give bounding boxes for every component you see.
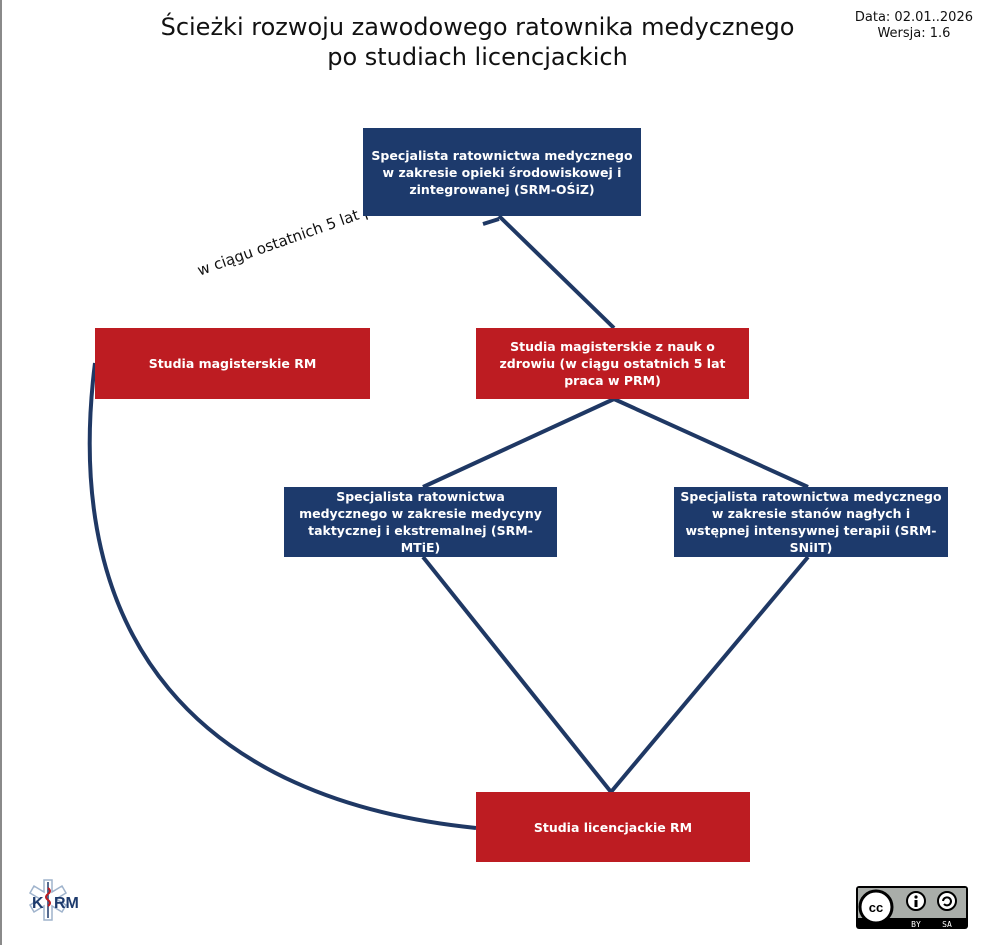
page-edge	[0, 0, 2, 945]
cc-by-sa-badge[interactable]: cc BY SA	[856, 886, 968, 929]
edge-stub-osiz	[482, 217, 500, 226]
svg-text:cc: cc	[869, 900, 883, 915]
krm-logo: K RM	[28, 879, 79, 921]
edge-sniit-licencjat	[609, 555, 810, 794]
node-srm-sniit: Specjalista ratownictwa medycznego w zak…	[674, 487, 948, 557]
node-srm-osiz: Specjalista ratownictwa medycznego w zak…	[363, 128, 641, 216]
svg-text:RM: RM	[54, 895, 79, 912]
document-meta: Data: 02.01..2026 Wersja: 1.6	[855, 10, 973, 42]
cc-icon	[858, 889, 894, 925]
node-studia-licencjackie-rm: Studia licencjackie RM	[476, 792, 750, 862]
edge-zdrowie-mtie	[422, 397, 615, 489]
version-label: Wersja: 1.6	[877, 26, 951, 41]
svg-text:K: K	[32, 895, 44, 912]
edge-osiz-zdrowie	[497, 214, 616, 330]
edge-zdrowie-sniit	[613, 397, 809, 489]
page-title: Ścieżki rozwoju zawodowego ratownika med…	[100, 12, 855, 72]
date-label: Data: 02.01..2026	[854, 10, 973, 25]
by-label: BY	[911, 920, 921, 929]
sa-icon	[937, 891, 957, 911]
node-studia-magisterskie-rm: Studia magisterskie RM	[95, 328, 370, 399]
node-srm-mtie: Specjalista ratownictwa medycznego w zak…	[284, 487, 557, 557]
edge-mtie-licencjat	[421, 555, 613, 794]
sa-label: SA	[942, 920, 952, 929]
node-studia-magisterskie-zdrowie: Studia magisterskie z nauk o zdrowiu (w …	[476, 328, 749, 399]
title-line-2: po studiach licencjackich	[327, 43, 628, 71]
edge-licencjat-mag-rm	[87, 362, 477, 830]
title-line-1: Ścieżki rozwoju zawodowego ratownika med…	[160, 13, 795, 41]
